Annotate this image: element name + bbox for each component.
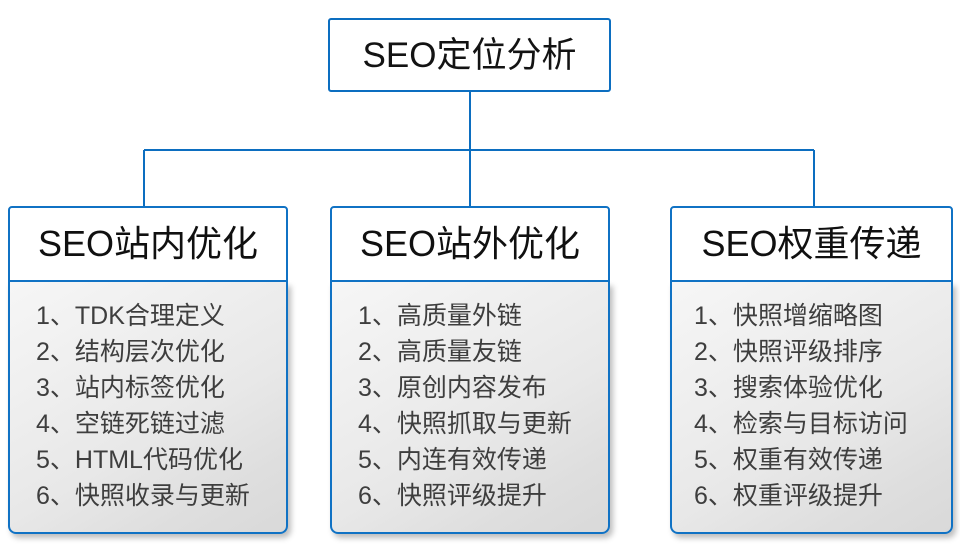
list-item: 1、TDK合理定义 — [36, 302, 225, 330]
branch-header-on-site[interactable]: SEO站内优化 — [8, 206, 288, 282]
list-item: 6、快照收录与更新 — [36, 482, 250, 510]
branch-node-off-site[interactable]: SEO站外优化 1、高质量外链 2、高质量友链 3、原创内容发布 4、快照抓取与… — [330, 206, 610, 534]
list-item: 4、快照抓取与更新 — [358, 410, 572, 438]
list-item: 6、权重评级提升 — [694, 482, 883, 510]
branch-list-off-site: 1、高质量外链 2、高质量友链 3、原创内容发布 4、快照抓取与更新 5、内连有… — [332, 298, 608, 514]
list-item: 5、内连有效传递 — [358, 446, 547, 474]
root-node-label: SEO定位分析 — [362, 35, 577, 75]
list-item: 2、结构层次优化 — [36, 338, 225, 366]
branch-node-weight-transfer[interactable]: SEO权重传递 1、快照增缩略图 2、快照评级排序 3、搜索体验优化 4、检索与… — [670, 206, 953, 534]
branch-header-weight-transfer[interactable]: SEO权重传递 — [670, 206, 953, 282]
list-item: 4、空链死链过滤 — [36, 410, 225, 438]
list-item: 1、高质量外链 — [358, 302, 522, 330]
list-item: 6、快照评级提升 — [358, 482, 547, 510]
branch-body-on-site: 1、TDK合理定义 2、结构层次优化 3、站内标签优化 4、空链死链过滤 5、H… — [8, 282, 288, 534]
list-item: 5、权重有效传递 — [694, 446, 883, 474]
root-node[interactable]: SEO定位分析 — [328, 18, 611, 92]
list-item: 3、搜索体验优化 — [694, 374, 883, 402]
branch-body-weight-transfer: 1、快照增缩略图 2、快照评级排序 3、搜索体验优化 4、检索与目标访问 5、权… — [670, 282, 953, 534]
list-item: 1、快照增缩略图 — [694, 302, 883, 330]
list-item: 5、HTML代码优化 — [36, 446, 243, 474]
branch-body-off-site: 1、高质量外链 2、高质量友链 3、原创内容发布 4、快照抓取与更新 5、内连有… — [330, 282, 610, 534]
list-item: 2、快照评级排序 — [694, 338, 883, 366]
list-item: 4、检索与目标访问 — [694, 410, 908, 438]
branch-list-on-site: 1、TDK合理定义 2、结构层次优化 3、站内标签优化 4、空链死链过滤 5、H… — [10, 298, 286, 514]
branch-node-on-site[interactable]: SEO站内优化 1、TDK合理定义 2、结构层次优化 3、站内标签优化 4、空链… — [8, 206, 288, 534]
branch-title-weight-transfer: SEO权重传递 — [701, 223, 922, 264]
branch-title-on-site: SEO站内优化 — [37, 223, 259, 264]
list-item: 2、高质量友链 — [358, 338, 522, 366]
branch-header-off-site[interactable]: SEO站外优化 — [330, 206, 610, 282]
list-item: 3、站内标签优化 — [36, 374, 225, 402]
branch-title-off-site: SEO站外优化 — [359, 223, 581, 264]
list-item: 3、原创内容发布 — [358, 374, 547, 402]
branch-list-weight-transfer: 1、快照增缩略图 2、快照评级排序 3、搜索体验优化 4、检索与目标访问 5、权… — [672, 298, 951, 514]
